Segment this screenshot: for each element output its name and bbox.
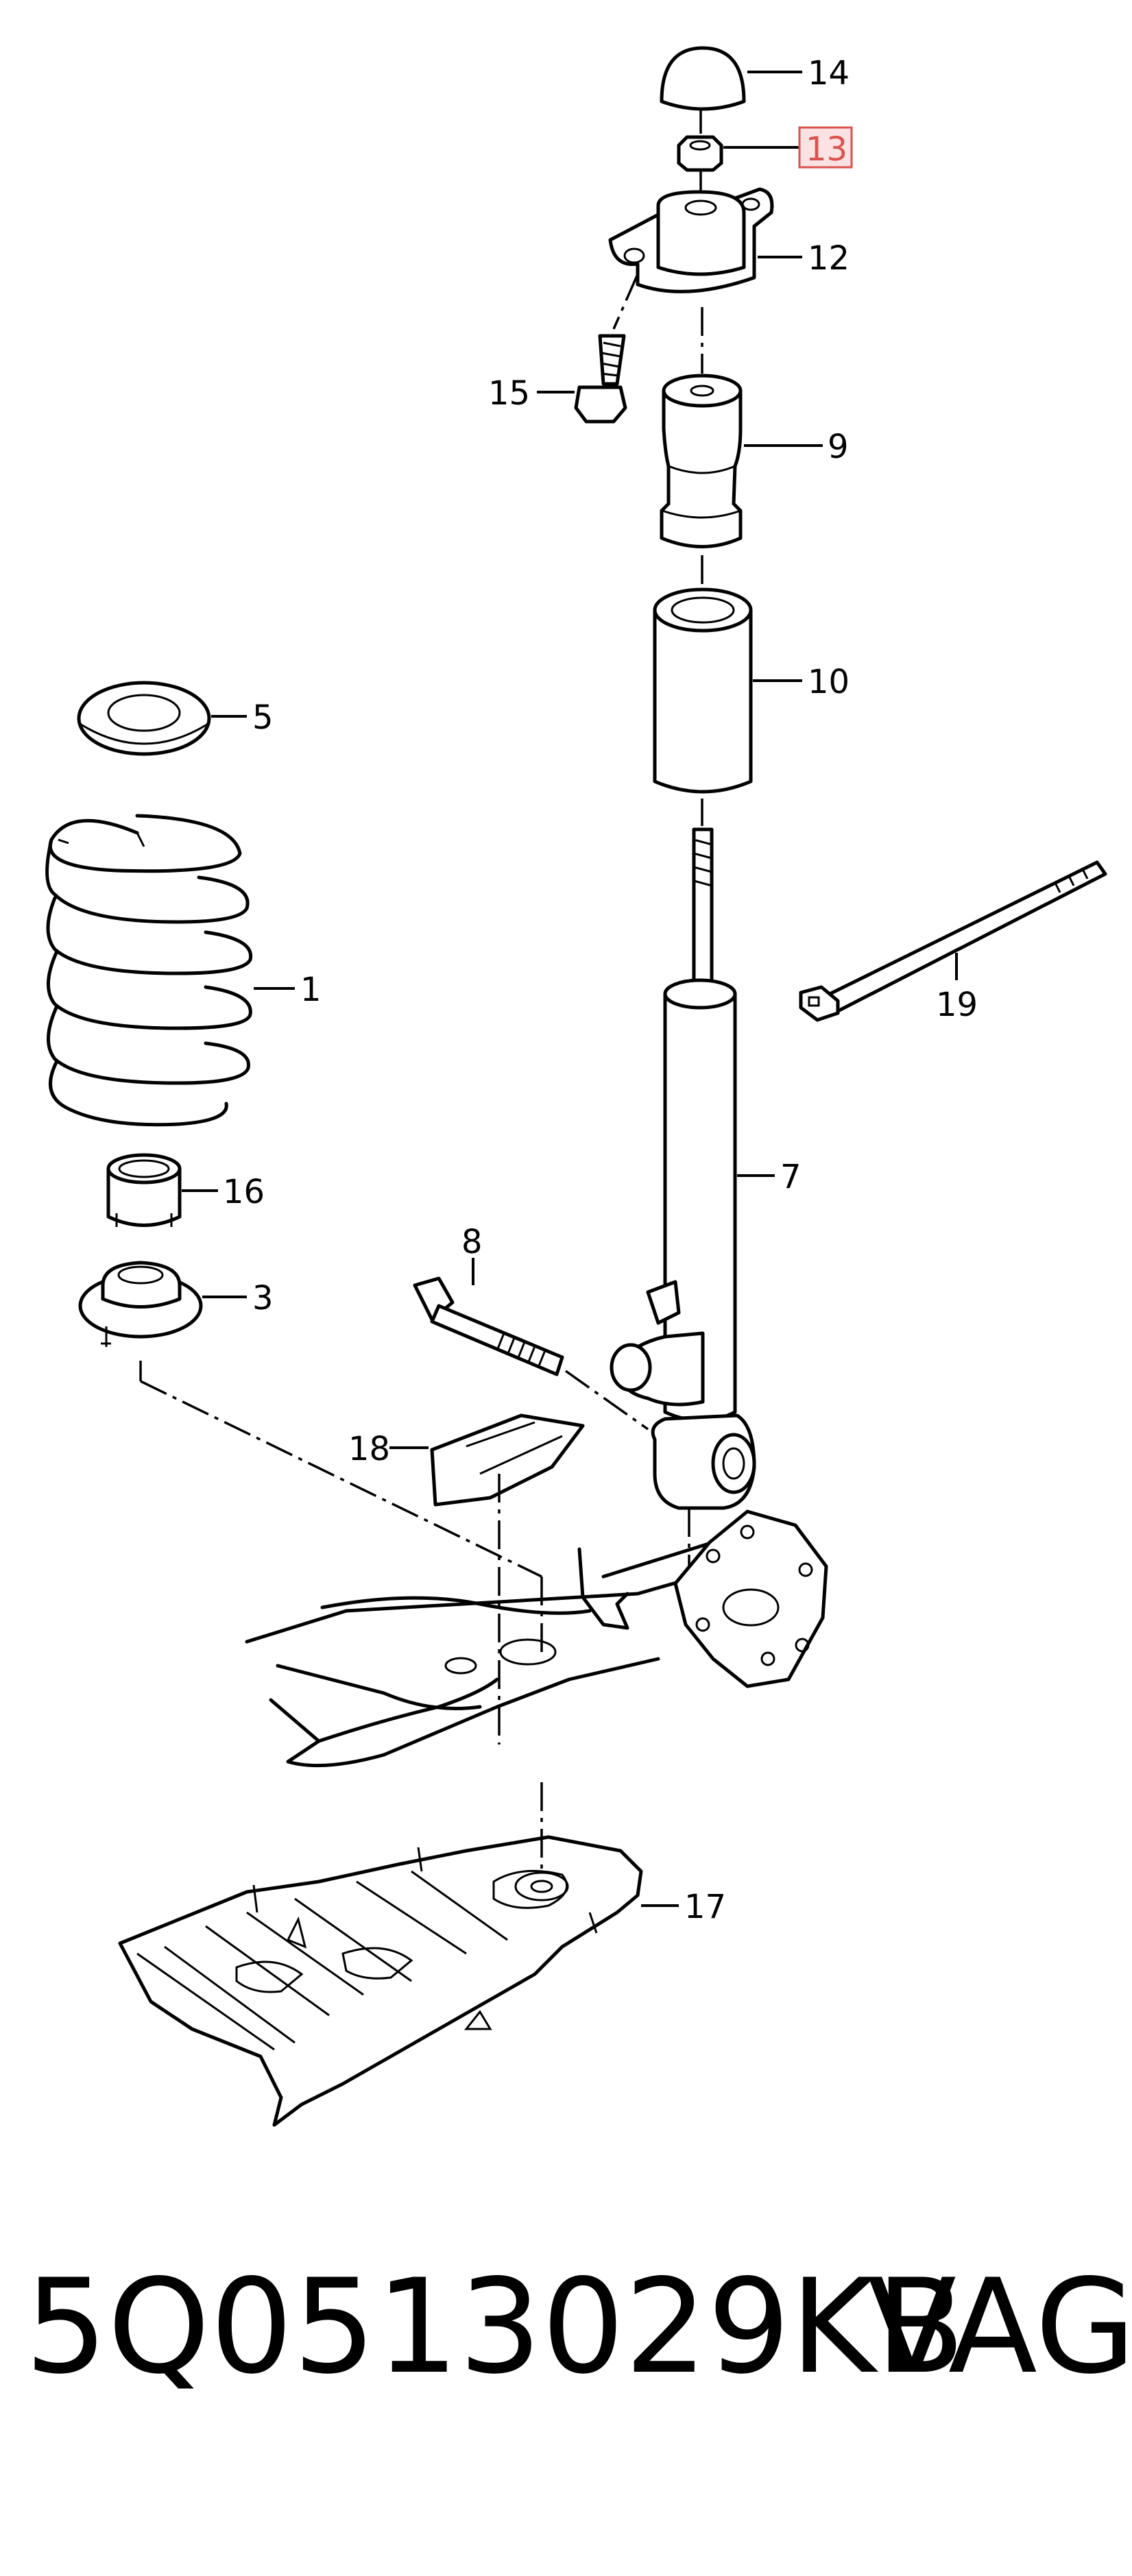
callout-17: 17 bbox=[684, 1888, 726, 1926]
part-13-nut bbox=[677, 135, 723, 172]
part-7-shock-absorber bbox=[610, 827, 756, 1510]
brand-label: VAG bbox=[867, 2251, 1132, 2403]
part-17-underbody-cover bbox=[118, 1835, 643, 2127]
callout-14: 14 bbox=[808, 54, 850, 93]
callout-19: 19 bbox=[936, 986, 978, 1024]
part-9-bump-stop bbox=[660, 374, 743, 548]
callout-8: 8 bbox=[461, 1223, 483, 1261]
part-number: 5Q0513029KB bbox=[25, 2251, 965, 2403]
part-12-strut-mount bbox=[608, 187, 774, 293]
callout-5: 5 bbox=[252, 698, 274, 737]
callout-15: 15 bbox=[488, 374, 530, 413]
part-18-bracket bbox=[430, 1413, 585, 1745]
part-10-dust-cover bbox=[653, 587, 753, 794]
part-8-bolt bbox=[413, 1276, 564, 1376]
part-19-cable-tie bbox=[799, 860, 1107, 1022]
rear-axle-beam bbox=[245, 1540, 736, 1768]
part-15-bolt bbox=[574, 334, 627, 424]
callout-16: 16 bbox=[223, 1173, 265, 1211]
callout-1: 1 bbox=[300, 971, 322, 1009]
callout-13-highlight bbox=[798, 126, 853, 169]
callout-3: 3 bbox=[252, 1279, 274, 1317]
part-5-spring-seat bbox=[77, 681, 211, 756]
callout-13: 13 bbox=[806, 130, 847, 169]
callout-12: 12 bbox=[808, 239, 850, 278]
hub-carrier-plate bbox=[673, 1509, 828, 1688]
part-1-coil-spring bbox=[45, 814, 253, 1127]
part-3-lower-spring-seat bbox=[78, 1261, 203, 1347]
callout-9: 9 bbox=[828, 428, 849, 466]
part-14-cap bbox=[660, 46, 746, 111]
callout-7: 7 bbox=[780, 1158, 802, 1196]
part-16-spring-pad bbox=[106, 1153, 182, 1227]
callout-18: 18 bbox=[348, 1430, 390, 1468]
callout-10: 10 bbox=[808, 663, 850, 701]
